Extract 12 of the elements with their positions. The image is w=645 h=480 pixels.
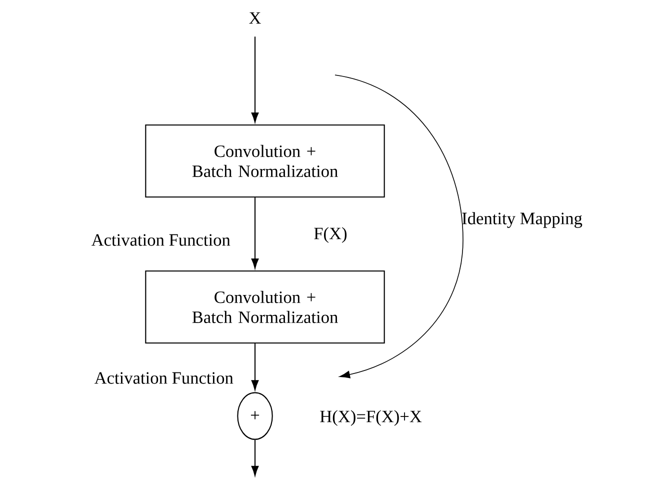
annotation-text: Identity Mapping	[462, 212, 582, 228]
arrow	[251, 112, 259, 123]
annotation-text: Activation Function	[91, 234, 230, 246]
annotation-text: F(X)	[314, 227, 347, 243]
arrow	[251, 440, 259, 476]
process-box: Convolution + Batch Normalization	[145, 124, 385, 198]
process-box: Convolution + Batch Normalization	[145, 270, 385, 344]
arrow	[251, 344, 259, 390]
arrow	[251, 198, 259, 269]
annotation-text: Activation Function	[94, 372, 234, 384]
annotation-text: H(X)=F(X)+X	[320, 410, 422, 426]
input-label: X	[249, 12, 261, 24]
